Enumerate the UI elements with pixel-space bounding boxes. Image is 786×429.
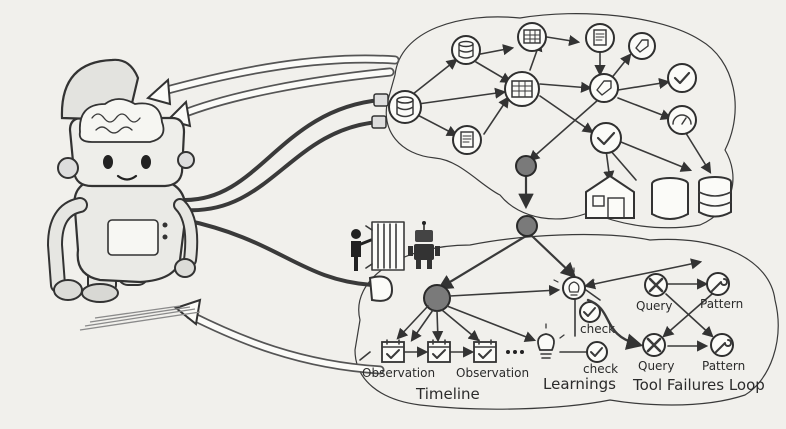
cable-plug-3 [368,275,394,302]
calendar-check-icon [381,339,405,363]
observation-label-2: Observation [456,366,529,380]
hub-node-mid [516,215,538,237]
return-arrow-bottom [185,310,385,375]
cable-plug-2 [371,115,387,129]
database-icon [451,35,481,65]
wrench-icon [710,333,734,357]
database-icon [388,90,422,124]
checkmark-icon [586,341,608,363]
table-icon [504,71,540,107]
lightbulb-icon [527,323,565,359]
robot-shadow [79,305,201,331]
pattern-label-2: Pattern [702,359,745,373]
check-label-1: check [580,322,615,336]
tag-icon [589,73,619,103]
ellipsis-dots [506,350,524,354]
document-icon [585,23,615,53]
memory-cloud-outline [354,233,779,410]
lightbulb-icon [553,267,595,300]
tag-icon [628,32,656,60]
tool-failures-loop-label: Tool Failures Loop [632,376,765,394]
robot-with-brain-icon [46,58,199,303]
calendar-check-icon [427,339,451,363]
wrench-icon [706,272,730,296]
return-arrow-top-head [145,77,172,106]
warehouse-icon [585,174,635,219]
knowledge-graph-edges [407,33,712,290]
timeline-label: Timeline [415,385,480,403]
gate-icon [365,221,405,271]
hub-node-top [515,155,537,177]
query-label-1: Query [636,299,672,313]
error-x-icon [644,273,668,297]
checkmark-icon [667,63,697,93]
calendar-check-icon [473,339,497,363]
observation-label-1: Observation [362,366,435,380]
error-x-icon [642,333,666,357]
table-icon [517,22,547,52]
database-icon [698,176,732,218]
learnings-label: Learnings [543,375,616,393]
checkmark-icon [590,122,622,154]
person-icon [351,229,373,271]
query-label-2: Query [638,359,674,373]
cable-plug-1 [373,93,389,107]
gauge-icon [667,105,697,135]
document-icon [452,125,482,155]
small-robot-icon [408,221,440,269]
timeline-edges [359,284,601,361]
pattern-label-1: Pattern [700,297,743,311]
cylinder-icon [651,177,689,220]
check-label-2: check [583,362,618,376]
tool-loop-edges [583,258,714,352]
